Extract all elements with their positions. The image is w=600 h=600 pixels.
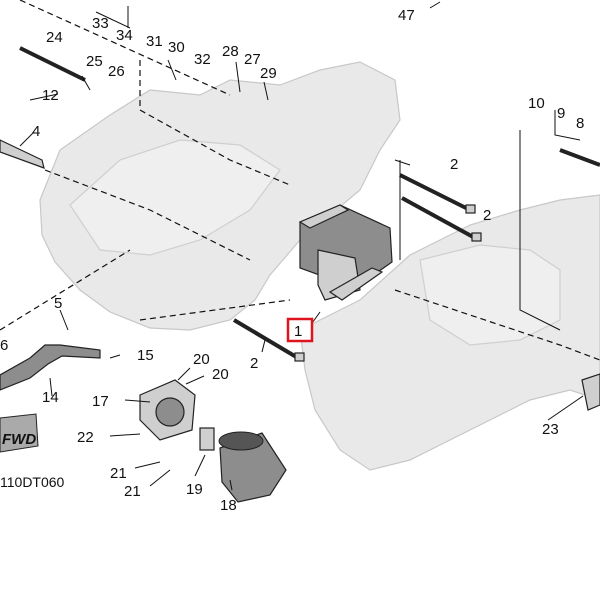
callout-20-lower[interactable]: 20 — [212, 366, 229, 383]
bolt-2-upper — [399, 173, 476, 214]
callout-8[interactable]: 8 — [576, 115, 584, 132]
fitting-19 — [199, 427, 215, 451]
callout-4[interactable]: 4 — [32, 123, 40, 140]
callout-24[interactable]: 24 — [46, 29, 63, 46]
ref-line-4 — [394, 289, 600, 361]
callout-23[interactable]: 23 — [542, 421, 559, 438]
callout-21-lower[interactable]: 21 — [124, 483, 141, 500]
fwd-arrow — [0, 413, 39, 453]
callout-47[interactable]: 47 — [398, 7, 415, 24]
callout-12[interactable]: 12 — [42, 87, 59, 104]
filter-bracket-17 — [139, 379, 196, 441]
callout-33[interactable]: 33 — [92, 15, 109, 32]
callout-14[interactable]: 14 — [42, 389, 59, 406]
callout-9[interactable]: 9 — [557, 105, 565, 122]
callout-15[interactable]: 15 — [137, 347, 154, 364]
callout-31[interactable]: 31 — [146, 33, 163, 50]
callout-26[interactable]: 26 — [108, 63, 125, 80]
callout-21-upper[interactable]: 21 — [110, 465, 127, 482]
bolt-8 — [559, 148, 600, 167]
ref-line-1 — [19, 0, 231, 96]
callout-2-lower[interactable]: 2 — [250, 355, 258, 372]
callout-30[interactable]: 30 — [168, 39, 185, 56]
callout-2-upper[interactable]: 2 — [450, 156, 458, 173]
ref-line-2 — [44, 169, 251, 261]
bolt-24 — [19, 46, 86, 82]
ref-line-6 — [139, 299, 291, 321]
pipe-14 — [0, 344, 101, 391]
callout-25[interactable]: 25 — [86, 53, 103, 70]
oil-filter-18 — [218, 431, 287, 503]
bolt-2-lower — [232, 318, 305, 362]
callout-10[interactable]: 10 — [528, 95, 545, 112]
callout-29[interactable]: 29 — [260, 65, 277, 82]
callout-5[interactable]: 5 — [54, 295, 62, 312]
callout-20-upper[interactable]: 20 — [193, 351, 210, 368]
callout-22[interactable]: 22 — [77, 429, 94, 446]
ref-line-3 — [139, 60, 291, 186]
bracket-23 — [581, 373, 600, 411]
callout-18[interactable]: 18 — [220, 497, 237, 514]
figure-code: 110DT060 — [0, 474, 65, 490]
callout-28[interactable]: 28 — [222, 43, 239, 60]
ref-line-5 — [0, 249, 131, 331]
case-bearing-boss — [419, 244, 561, 346]
callout-32[interactable]: 32 — [194, 51, 211, 68]
callout-19[interactable]: 19 — [186, 481, 203, 498]
callout-34[interactable]: 34 — [116, 27, 133, 44]
shaft-4 — [0, 139, 45, 169]
callout-1[interactable]: 1 — [294, 323, 302, 340]
callout-6[interactable]: 6 — [0, 337, 8, 354]
fwd-label: FWD — [2, 431, 36, 448]
callout-27[interactable]: 27 — [244, 51, 261, 68]
callout-2-middle[interactable]: 2 — [483, 207, 491, 224]
starter-motor — [298, 204, 393, 301]
bolt-2-middle — [401, 196, 482, 242]
callout-17[interactable]: 17 — [92, 393, 109, 410]
part-1-highlight-box — [286, 317, 314, 343]
crankcase-rib — [69, 139, 281, 256]
